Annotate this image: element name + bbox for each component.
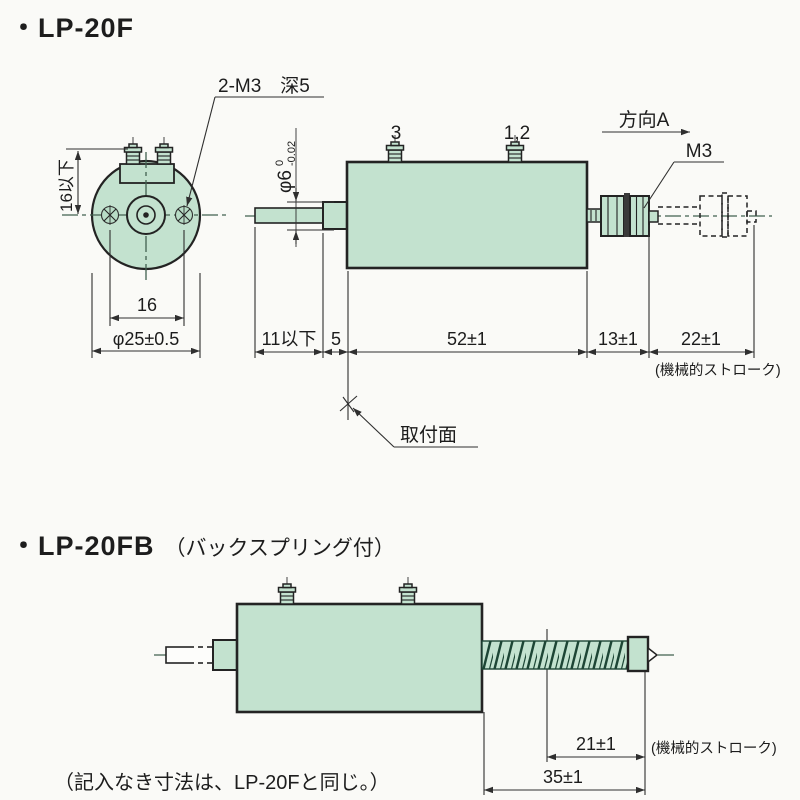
front-tapped-hole-left bbox=[100, 205, 120, 225]
hex-nut-2 bbox=[629, 195, 650, 237]
dim-13-text: 13±1 bbox=[598, 329, 638, 349]
washer bbox=[624, 193, 630, 237]
dim-dia25-text: φ25±0.5 bbox=[113, 329, 180, 349]
fb-mech-stroke-note: (機械的ストローク) bbox=[651, 740, 777, 757]
lp20f-drawing: 2-M3 深5 16以下 16 φ25±0.5 bbox=[57, 75, 781, 448]
mech-stroke-note: (機械的ストローク) bbox=[655, 362, 781, 379]
terminal-1-2-label: 1,2 bbox=[504, 123, 530, 144]
extended-position-phantom bbox=[658, 192, 757, 238]
terminal-3-label: 3 bbox=[391, 123, 402, 144]
fb-dim-21-text: 21±1 bbox=[576, 734, 616, 754]
lp20fb-subtitle: （バックスプリング付） bbox=[164, 537, 395, 560]
dim-16: 16 bbox=[109, 230, 185, 326]
side-view: 3 1,2 φ6 0 -0.02 bbox=[245, 109, 781, 448]
direction-a-callout: 方向A bbox=[602, 109, 690, 136]
fb-terminal-1 bbox=[277, 576, 297, 605]
front-view: 2-M3 深5 16以下 16 φ25±0.5 bbox=[57, 75, 324, 358]
fb-main-body bbox=[235, 602, 484, 714]
mounting-collar bbox=[322, 201, 348, 230]
lp20f-title: ・LP-20F bbox=[10, 13, 135, 43]
dim-52-text: 52±1 bbox=[447, 329, 487, 349]
front-tapped-hole-right bbox=[174, 205, 194, 225]
thread-callout: M3 bbox=[643, 141, 724, 209]
dim-11max-text: 11以下 bbox=[262, 329, 317, 349]
fb-dimensions: 21±1 (機械的ストローク) 35±1 bbox=[484, 734, 777, 794]
lp20fb-footnote: （記入なき寸法は、LP-20Fと同じ。） bbox=[54, 772, 390, 794]
fb-shaft-tip bbox=[647, 646, 659, 664]
dim-shaft-tol-lower: -0.02 bbox=[286, 141, 298, 166]
front-terminal-notch bbox=[119, 163, 175, 184]
length-dimension-chain: 11以下 5 52±1 13±1 22±1 (機械的ストローク) bbox=[254, 225, 781, 420]
fb-shaft-rod bbox=[165, 646, 214, 664]
dim-shaft-tol-upper: 0 bbox=[274, 160, 286, 166]
dim-16max: 16以下 bbox=[57, 148, 128, 214]
fb-dim-35-text: 35±1 bbox=[543, 767, 583, 787]
mount-face-leader bbox=[352, 407, 395, 448]
tap-note-label: 2-M3 深5 bbox=[218, 75, 310, 97]
fb-end-cap bbox=[626, 635, 650, 673]
shaft-tip bbox=[648, 210, 659, 223]
dim-16-text: 16 bbox=[137, 295, 157, 315]
thread-label: M3 bbox=[686, 141, 712, 162]
mount-face-callout: 取付面 bbox=[339, 395, 478, 448]
fb-mounting-collar bbox=[212, 639, 238, 671]
direction-a-label: 方向A bbox=[619, 109, 670, 131]
main-body bbox=[345, 160, 589, 270]
lp20fb-title-row: ・LP-20FB （バックスプリング付） bbox=[10, 524, 395, 563]
dim-5-text: 5 bbox=[331, 329, 341, 349]
tap-note-leader bbox=[186, 96, 216, 207]
dim-22-text: 22±1 bbox=[681, 329, 721, 349]
dim-dia25: φ25±0.5 bbox=[91, 273, 201, 358]
front-terminal-2 bbox=[154, 136, 174, 165]
mount-face-label: 取付面 bbox=[400, 424, 457, 446]
tap-note-callout: 2-M3 深5 bbox=[186, 75, 324, 207]
dim-shaft-dia: φ6 0 -0.02 bbox=[274, 128, 334, 247]
back-spring bbox=[481, 640, 629, 670]
front-terminal-1 bbox=[123, 136, 143, 165]
hex-nut-1 bbox=[600, 195, 625, 237]
lp20fb-title: ・LP-20FB bbox=[10, 531, 155, 561]
lp20fb-drawing: 21±1 (機械的ストローク) 35±1 bbox=[154, 576, 777, 795]
fb-terminal-2 bbox=[398, 576, 418, 605]
dim-16max-text: 16以下 bbox=[57, 159, 76, 212]
front-shaft-center-dot bbox=[143, 212, 149, 218]
fb-side-view: 21±1 (機械的ストローク) 35±1 bbox=[154, 576, 777, 795]
output-shaft-coupling bbox=[586, 193, 659, 237]
dim-shaft-dia-text: φ6 bbox=[275, 170, 296, 193]
thread-leader bbox=[643, 161, 675, 209]
shaft-rod bbox=[254, 207, 324, 224]
